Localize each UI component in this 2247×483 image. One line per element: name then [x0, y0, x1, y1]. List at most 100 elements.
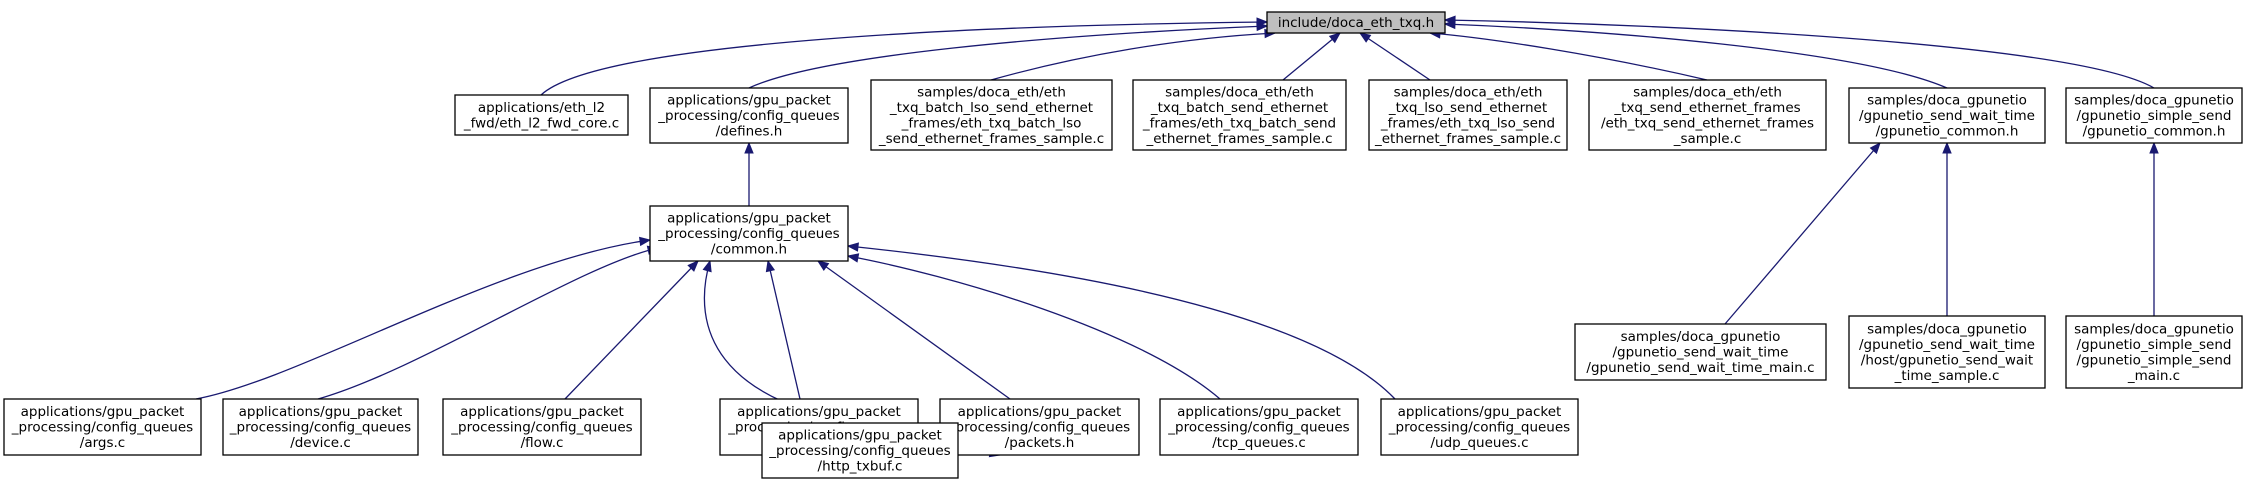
node-ss_common_h[interactable]: samples/doca_gpunetio/gpunetio_simple_se…	[2065, 87, 2243, 144]
node-label-line: applications/gpu_packet	[667, 93, 831, 109]
node-label-line: /gpunetio_send_wait_time	[1613, 345, 1789, 361]
node-box[interactable]	[454, 94, 629, 136]
node-label-line: samples/doca_gpunetio	[1867, 93, 2027, 109]
edge-line	[990, 32, 1276, 81]
node-flow_c[interactable]: applications/gpu_packet_processing/confi…	[442, 398, 642, 456]
node-swt_common_h[interactable]: samples/doca_gpunetio/gpunetio_send_wait…	[1848, 87, 2046, 144]
node-tcp_c[interactable]: applications/gpu_packet_processing/confi…	[1159, 398, 1359, 456]
edges-layer	[195, 15, 2159, 458]
node-label-line: applications/gpu_packet	[667, 211, 831, 227]
node-label-line: samples/doca_eth/eth	[1394, 84, 1543, 100]
node-label-line: /tcp_queues.c	[1212, 435, 1306, 451]
node-box[interactable]	[222, 398, 419, 456]
node-label-line: /gpunetio_simple_send	[2077, 337, 2232, 353]
node-box[interactable]	[870, 79, 1113, 151]
node-box[interactable]	[1588, 79, 1827, 151]
node-label-line: samples/doca_gpunetio	[1621, 329, 1781, 345]
node-ss_main[interactable]: samples/doca_gpunetio/gpunetio_simple_se…	[2065, 315, 2243, 389]
node-defines_h[interactable]: applications/gpu_packet_processing/confi…	[649, 87, 849, 144]
arrowhead	[1942, 141, 1952, 154]
arrowhead	[1869, 141, 1881, 155]
node-http_txbuf_c[interactable]: applications/gpu_packet_processing/confi…	[761, 422, 959, 479]
node-label-line: /gpunetio_common.h	[1876, 124, 2019, 140]
node-box[interactable]	[649, 205, 849, 262]
node-box[interactable]	[1159, 398, 1359, 456]
node-label-line: /eth_txq_send_ethernet_frames	[1601, 115, 1814, 131]
node-packets_h[interactable]: applications/gpu_packet_processing/confi…	[939, 398, 1140, 456]
node-common_h[interactable]: applications/gpu_packet_processing/confi…	[649, 205, 849, 262]
edge-packets_h-to-common_h	[816, 260, 1011, 400]
edge-line	[767, 260, 801, 400]
arrowhead	[816, 260, 830, 271]
node-label-line: _main.c	[2127, 368, 2180, 384]
node-txq_batch_send[interactable]: samples/doca_eth/eth_txq_batch_send_ethe…	[1132, 79, 1347, 151]
node-label-line: applications/eth_l2	[478, 100, 605, 116]
node-label-line: samples/doca_gpunetio	[1867, 321, 2027, 337]
node-box[interactable]	[2065, 315, 2243, 389]
node-label-line: _send_ethernet_frames_sample.c	[878, 131, 1104, 147]
node-label-line: /args.c	[80, 435, 125, 451]
node-label-line: /udp_queues.c	[1430, 435, 1528, 451]
node-box[interactable]	[761, 422, 959, 479]
node-swt_sample[interactable]: samples/doca_gpunetio/gpunetio_send_wait…	[1848, 315, 2046, 389]
node-root[interactable]: include/doca_eth_txq.h	[1266, 11, 1446, 34]
node-box[interactable]	[649, 87, 849, 144]
node-eth_l2_fwd_core[interactable]: applications/eth_l2_fwd/eth_l2_fwd_core.…	[454, 94, 629, 136]
node-label-line: _txq_batch_lso_send_ethernet	[889, 100, 1093, 116]
node-box[interactable]	[1380, 398, 1579, 456]
edge-line	[847, 245, 1396, 400]
edge-line	[748, 25, 1268, 89]
node-label-line: /packets.h	[1005, 435, 1075, 451]
node-label-line: _ethernet_frames_sample.c	[1145, 131, 1332, 147]
node-box[interactable]	[1266, 11, 1446, 34]
arrowhead	[1328, 32, 1342, 44]
node-txq_lso_send[interactable]: samples/doca_eth/eth_txq_lso_send_ethern…	[1368, 79, 1568, 151]
node-box[interactable]	[939, 398, 1140, 456]
node-label-line: samples/doca_gpunetio	[2074, 93, 2234, 109]
node-label-line: _processing/config_queues	[768, 443, 950, 459]
node-label-line: /http_txbuf.c	[818, 459, 903, 475]
node-box[interactable]	[1848, 315, 2046, 389]
node-label-line: applications/gpu_packet	[1398, 404, 1562, 420]
node-label-line: _txq_lso_send_ethernet	[1388, 100, 1547, 116]
node-box[interactable]	[1132, 79, 1347, 151]
node-label-line: _processing/config_queues	[657, 108, 839, 124]
edge-defines_h-to-root	[748, 21, 1269, 89]
node-label-line: samples/doca_eth/eth	[1633, 84, 1782, 100]
node-box[interactable]	[442, 398, 642, 456]
node-args_c[interactable]: applications/gpu_packet_processing/confi…	[3, 398, 202, 456]
edge-line	[817, 260, 1011, 400]
node-udp_c[interactable]: applications/gpu_packet_processing/confi…	[1380, 398, 1579, 456]
edge-line	[195, 239, 651, 400]
node-label-line: /gpunetio_simple_send	[2077, 352, 2232, 368]
edge-line	[847, 255, 1221, 400]
node-box[interactable]	[1574, 323, 1827, 381]
node-box[interactable]	[2065, 87, 2243, 144]
edge-icmp_c-to-common_h	[765, 259, 801, 400]
node-box[interactable]	[1368, 79, 1568, 151]
node-box[interactable]	[3, 398, 202, 456]
node-swt_main[interactable]: samples/doca_gpunetio/gpunetio_send_wait…	[1574, 323, 1827, 381]
node-txq_send[interactable]: samples/doca_eth/eth_txq_send_ethernet_f…	[1588, 79, 1827, 151]
edge-line	[540, 21, 1268, 96]
node-device_c[interactable]: applications/gpu_packet_processing/confi…	[222, 398, 419, 456]
node-label-line: _processing/config_queues	[1388, 420, 1570, 436]
node-txq_batch_lso[interactable]: samples/doca_eth/eth_txq_batch_lso_send_…	[870, 79, 1113, 151]
node-label-line: _txq_batch_send_ethernet	[1150, 100, 1328, 116]
node-label-line: _processing/config_queues	[1167, 420, 1349, 436]
edge-txq_batch_send-to-root	[1282, 32, 1342, 81]
arrowhead	[765, 259, 776, 273]
node-label-line: samples/doca_eth/eth	[917, 84, 1066, 100]
node-label-line: _sample.c	[1673, 131, 1742, 147]
arrowhead	[687, 260, 699, 272]
arrowhead	[2149, 141, 2159, 154]
node-label-line: _processing/config_queues	[11, 420, 193, 436]
edge-ss_common_h-to-root	[1443, 15, 2155, 89]
node-label-line: include/doca_eth_txq.h	[1278, 15, 1434, 31]
edge-line	[1282, 32, 1341, 81]
node-box[interactable]	[1848, 87, 2046, 144]
node-label-line: /device.c	[290, 435, 351, 451]
edge-flow_c-to-common_h	[564, 260, 699, 400]
edge-txq_send-to-root	[1428, 29, 1708, 81]
